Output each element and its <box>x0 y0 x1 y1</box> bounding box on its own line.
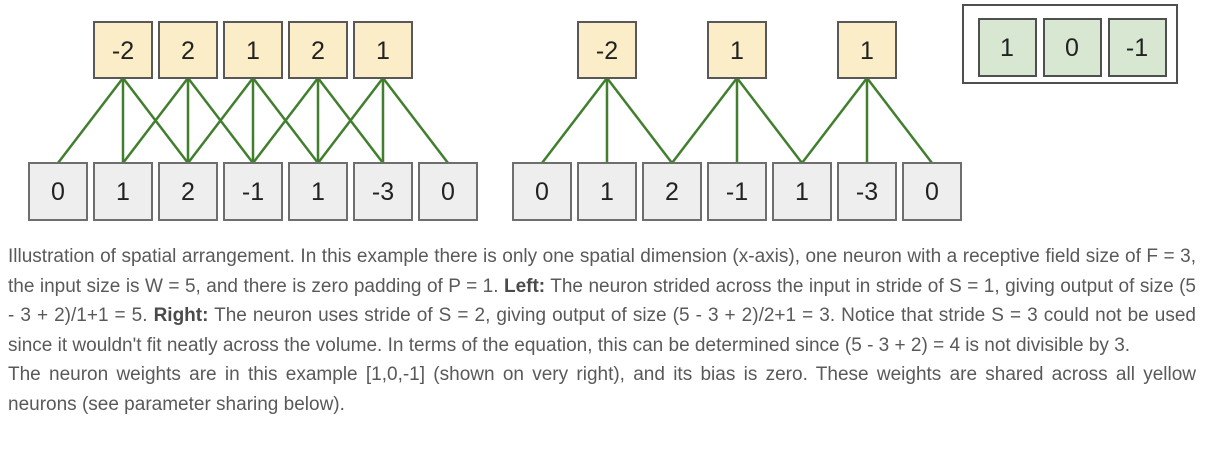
stride2-output-neuron-box <box>707 21 767 79</box>
stride2-input-value: 1 <box>600 178 614 206</box>
stride1-input-value: 2 <box>181 178 195 206</box>
stride1-output-neuron-value: 1 <box>376 37 390 65</box>
stride1-input-box <box>353 162 413 221</box>
stride2-input-value: 0 <box>535 178 549 206</box>
stride1-input-value: -3 <box>372 178 394 206</box>
stride1-input-value: 0 <box>51 178 65 206</box>
stride2-input-box <box>642 162 702 221</box>
caption-intro: Illustration of spatial arrangement. In … <box>8 246 1196 297</box>
stride2-input-value: -3 <box>856 178 878 206</box>
stride1-output-neuron-value: 2 <box>311 37 325 65</box>
stride1-input-box <box>223 162 283 221</box>
stride2-connection-line <box>541 77 608 164</box>
stride2-output-neuron-value: -2 <box>596 37 618 65</box>
stride2-connection-line <box>606 77 673 164</box>
stride2-output-neuron-box <box>837 21 897 79</box>
stride2-output-neuron-value: 1 <box>860 37 874 65</box>
stride1-connection-line <box>317 77 384 164</box>
caption-left-text: The neuron strided across the input in s… <box>8 275 1196 327</box>
stride1-input-value: 1 <box>311 178 325 206</box>
stride2-output-neuron-value: 1 <box>730 37 744 65</box>
stride1-output-neuron-box <box>288 21 348 79</box>
weight-value: 0 <box>1065 34 1079 62</box>
stride1-connection-line <box>122 77 189 164</box>
weight-value: 1 <box>1000 34 1014 62</box>
stride1-input-value: 0 <box>441 178 455 206</box>
figure-caption: Illustration of spatial arrangement. In … <box>0 242 1206 419</box>
weight-box <box>978 18 1037 77</box>
figure-spatial-arrangement: -2 2 1 2 1 0 1 2 -1 1 -3 0 -2 <box>28 4 1178 221</box>
weight-filter: 1 0 -1 <box>962 4 1178 84</box>
weight-box <box>1043 18 1102 77</box>
caption-left-label: Left: <box>503 275 546 297</box>
caption-right-text: The neuron uses stride of S = 2, giving … <box>8 305 1196 356</box>
stride1-connection-line <box>187 77 254 164</box>
caption-weights-note: The neuron weights are in this example [… <box>8 364 1196 415</box>
weight-box <box>1108 18 1167 77</box>
caption-right-label: Right: <box>153 305 209 326</box>
stride2-input-box <box>902 162 962 221</box>
stride1-input-box <box>418 162 478 221</box>
weight-value: -1 <box>1126 34 1148 62</box>
stride2-connection-line <box>671 77 738 164</box>
stride2-output-neuron-box <box>577 21 637 79</box>
stride1-output-neuron-value: -2 <box>112 37 134 65</box>
stride2-input-box <box>837 162 897 221</box>
stride2-input-box <box>707 162 767 221</box>
stride1-diagram: -2 2 1 2 1 0 1 2 -1 1 -3 0 <box>28 21 478 221</box>
stride1-output-neuron-box <box>93 21 153 79</box>
stride2-connection-line <box>866 77 933 164</box>
stride2-input-value: -1 <box>726 178 748 206</box>
stride1-connection-line <box>252 77 319 164</box>
stride1-output-neuron-value: 2 <box>181 37 195 65</box>
stride1-input-box <box>288 162 348 221</box>
stride1-input-box <box>93 162 153 221</box>
stride1-input-value: 1 <box>116 178 130 206</box>
caption-paragraph-1: Illustration of spatial arrangement. In … <box>8 242 1196 360</box>
stride2-input-value: 0 <box>925 178 939 206</box>
stride2-input-box <box>512 162 572 221</box>
stride2-connection-line <box>801 77 868 164</box>
stride1-output-neuron-box <box>223 21 283 79</box>
stride2-connection-line <box>736 77 803 164</box>
stride2-input-value: 2 <box>665 178 679 206</box>
stride1-connection-line <box>382 77 449 164</box>
stride1-input-box <box>28 162 88 221</box>
stride1-input-value: -1 <box>242 178 264 206</box>
stride1-connection-line <box>57 77 124 164</box>
stride1-input-box <box>158 162 218 221</box>
stride1-output-neuron-value: 1 <box>246 37 260 65</box>
stride2-diagram: -2 1 1 0 1 2 -1 1 -3 0 <box>512 21 962 221</box>
stride2-input-box <box>577 162 637 221</box>
stride1-output-neuron-box <box>158 21 218 79</box>
stride1-output-neuron-box <box>353 21 413 79</box>
stride2-input-value: 1 <box>795 178 809 206</box>
stride2-input-box <box>772 162 832 221</box>
